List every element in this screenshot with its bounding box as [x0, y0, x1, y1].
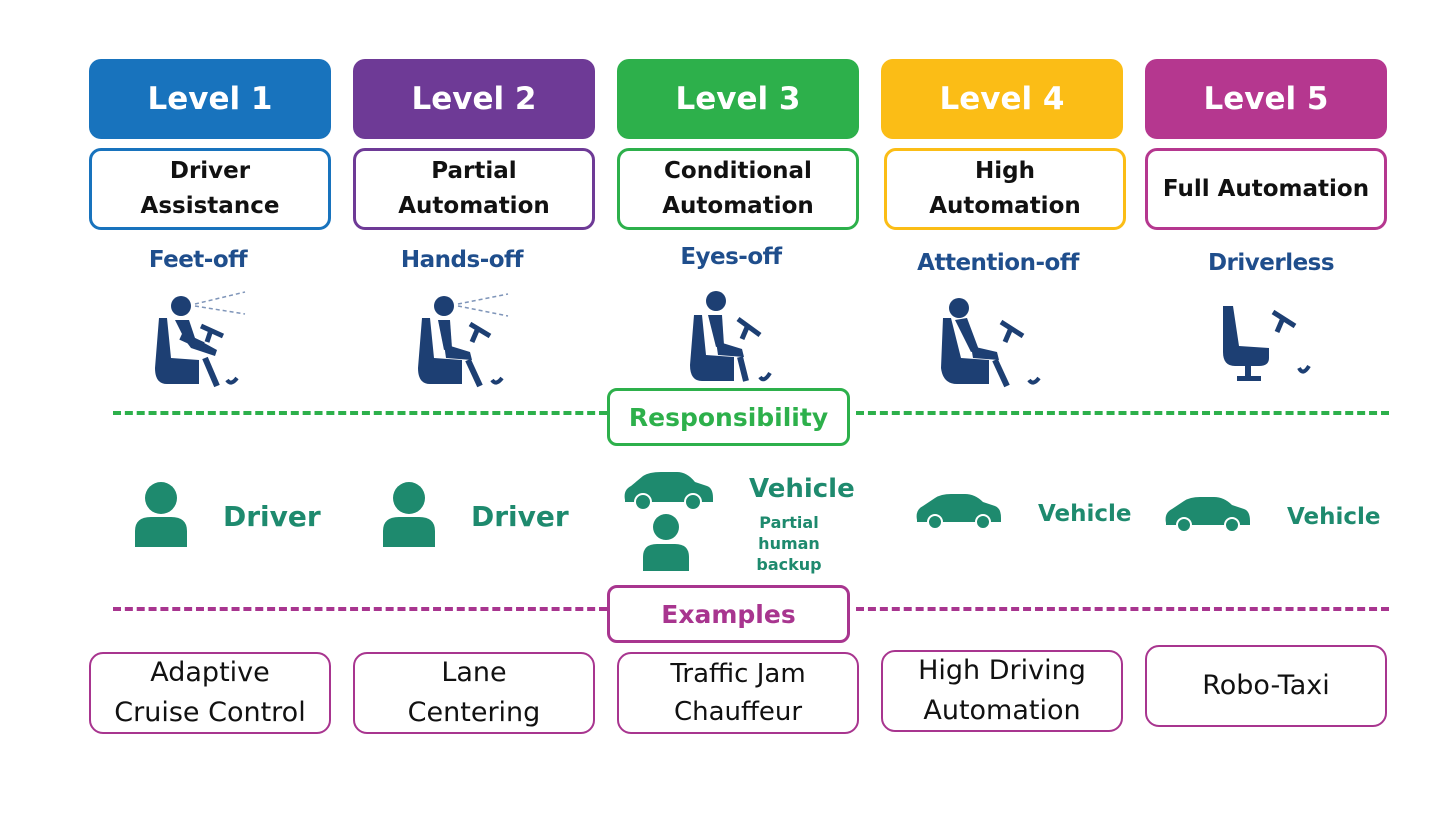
person-icon [135, 482, 187, 547]
level-5-name: Full Automation [1145, 148, 1387, 230]
example-robo-taxi: Robo-Taxi [1145, 645, 1387, 727]
responsibility-driver-1: Driver [223, 500, 321, 533]
level-1-mode: Feet-off [148, 247, 248, 273]
level-3-header: Level 3 [617, 59, 859, 139]
level-2-name: Partial Automation [353, 148, 595, 230]
responsibility-vehicle-3: Vehicle [749, 474, 855, 504]
level-1-name: Driver Assistance [89, 148, 331, 230]
driver-attention-off-icon [941, 298, 1041, 388]
level-5-header: Level 5 [1145, 59, 1387, 139]
person-icon [643, 514, 689, 571]
level-3-mode: Eyes-off [680, 244, 782, 270]
examples-divider-right [856, 607, 1389, 611]
examples-title: Examples [607, 585, 850, 643]
responsibility-vehicle-5: Vehicle [1287, 504, 1381, 530]
examples-divider-left [113, 607, 607, 611]
level-1-header: Level 1 [89, 59, 331, 139]
car-icon [624, 472, 713, 511]
driver-feet-off-icon [155, 291, 246, 388]
example-traffic-jam-chauffeur: Traffic Jam Chauffeur [617, 652, 859, 734]
responsibility-title: Responsibility [607, 388, 850, 446]
level-2-mode: Hands-off [400, 247, 524, 273]
level-4-name: High Automation [884, 148, 1126, 230]
example-lane-centering: Lane Centering [353, 652, 595, 734]
driver-hands-off-icon [418, 293, 509, 388]
driver-eyes-off-icon [690, 291, 772, 382]
responsibility-vehicle-4: Vehicle [1038, 501, 1132, 527]
level-4-mode: Attention-off [917, 250, 1079, 276]
example-high-driving-automation: High Driving Automation [881, 650, 1123, 732]
car-icon [916, 494, 1001, 530]
example-adaptive-cruise-control: Adaptive Cruise Control [89, 652, 331, 734]
driverless-seat-icon [1223, 306, 1311, 381]
responsibility-driver-2: Driver [471, 500, 569, 533]
responsibility-divider-right [856, 411, 1389, 415]
person-icon [383, 482, 435, 547]
level-2-header: Level 2 [353, 59, 595, 139]
responsibility-divider-left [113, 411, 607, 415]
responsibility-partial-backup: Partial human backup [756, 513, 822, 574]
level-5-mode: Driverless [1207, 250, 1335, 276]
car-icon [1165, 497, 1250, 533]
level-4-header: Level 4 [881, 59, 1123, 139]
level-3-name: Conditional Automation [617, 148, 859, 230]
